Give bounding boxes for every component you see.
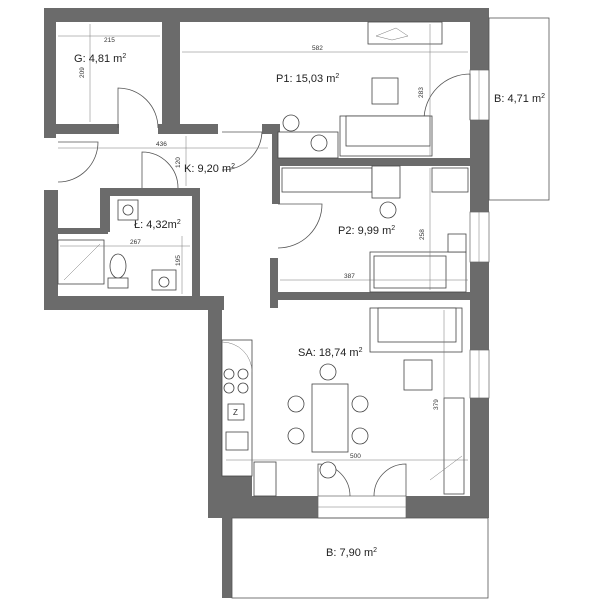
- room-label-p2: P2: 9,99 m2: [338, 225, 395, 237]
- room-p1-area: 15,03: [296, 73, 324, 85]
- walls: [44, 8, 489, 598]
- dim-p2-height: 258: [419, 229, 426, 240]
- room-k-sup: 2: [231, 163, 235, 170]
- dim-g-height: 209: [79, 67, 86, 78]
- dim-p1-width: 582: [312, 45, 323, 52]
- furniture: [57, 21, 469, 497]
- dimension-labels: 215 209 582 283 436 120 267 195 258 387 …: [79, 37, 440, 460]
- room-g-sup: 2: [122, 53, 126, 60]
- room-p1-unit: m: [326, 73, 335, 85]
- room-b-right-unit: m: [532, 93, 541, 105]
- dim-k-width: 436: [156, 141, 167, 148]
- room-g-name: G: [74, 53, 83, 65]
- room-p2-name: P2: [338, 225, 351, 237]
- doors: [57, 73, 471, 497]
- dim-l-height: 195: [175, 255, 182, 266]
- room-label-k: K: 9,20 m2: [184, 163, 235, 175]
- room-l-unit: m: [168, 219, 177, 231]
- room-b-bottom-unit: m: [364, 547, 373, 559]
- room-k-area: 9,20: [197, 163, 218, 175]
- room-b-right-sup: 2: [541, 93, 545, 100]
- room-l-sup: 2: [177, 219, 181, 226]
- fridge-mark: Z: [233, 408, 238, 417]
- dim-p1-height: 283: [418, 87, 425, 98]
- dim-l-width: 267: [130, 239, 141, 246]
- room-p1-name: P1: [276, 73, 289, 85]
- room-label-b-bottom: B: 7,90 m2: [326, 547, 377, 559]
- dim-sa-width: 500: [350, 453, 361, 460]
- room-sa-sup: 2: [359, 347, 363, 354]
- room-b-right-area: 4,71: [507, 93, 528, 105]
- dim-g-width: 215: [104, 37, 115, 44]
- room-p2-unit: m: [382, 225, 391, 237]
- room-label-p1: P1: 15,03 m2: [276, 73, 339, 85]
- room-k-name: K: [184, 163, 192, 175]
- dim-p2-width: 387: [344, 273, 355, 280]
- dim-sa-height: 379: [433, 399, 440, 410]
- balconies: [231, 17, 550, 599]
- room-p1-sup: 2: [335, 73, 339, 80]
- dimension-lines: [58, 24, 468, 494]
- room-label-l: Ł: 4,32m2: [134, 219, 181, 231]
- room-sa-area: 18,74: [319, 347, 347, 359]
- room-b-bottom-name: B: [326, 547, 333, 559]
- room-b-bottom-sup: 2: [373, 547, 377, 554]
- room-g-area: 4,81: [89, 53, 110, 65]
- room-sa-name: SA: [298, 347, 313, 359]
- room-b-bottom-area: 7,90: [339, 547, 360, 559]
- room-label-g: G: 4,81 m2: [74, 53, 126, 65]
- windows: [317, 69, 490, 519]
- room-g-unit: m: [113, 53, 122, 65]
- room-l-area: 4,32: [146, 219, 167, 231]
- room-labels: G: 4,81 m2 P1: 15,03 m2 B: 4,71 m2 K: 9,…: [74, 53, 545, 559]
- room-sa-unit: m: [349, 347, 358, 359]
- room-l-name: Ł: [134, 219, 140, 231]
- room-label-b-right: B: 4,71 m2: [494, 93, 545, 105]
- room-p2-sup: 2: [391, 225, 395, 232]
- room-p2-area: 9,99: [358, 225, 379, 237]
- dim-k-small: 120: [175, 157, 182, 168]
- room-k-unit: m: [222, 163, 231, 175]
- room-label-sa: SA: 18,74 m2: [298, 347, 363, 359]
- room-b-right-name: B: [494, 93, 501, 105]
